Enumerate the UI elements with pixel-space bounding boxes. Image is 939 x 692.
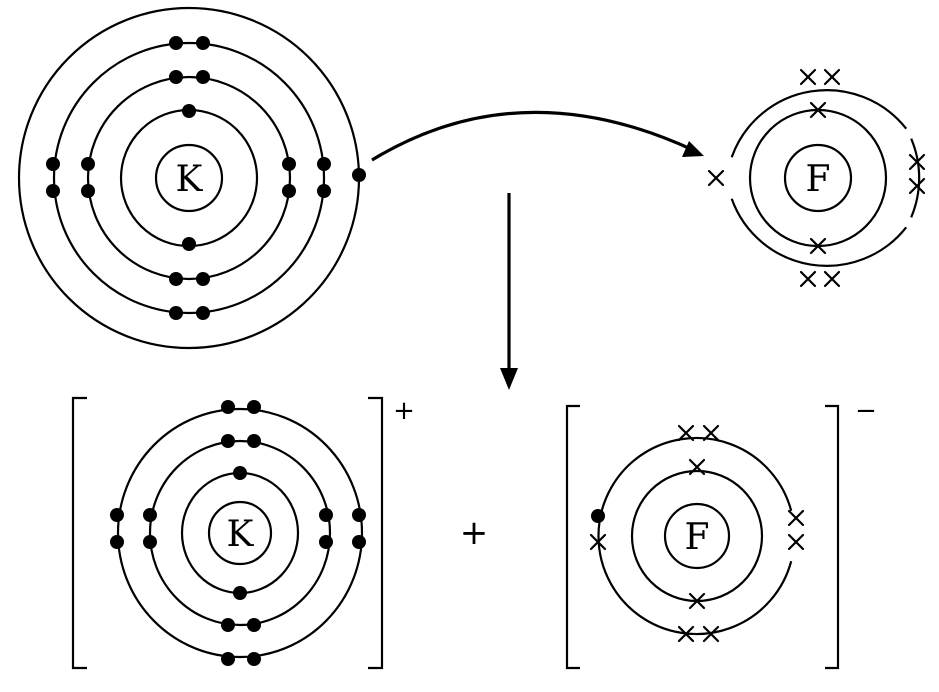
potassium-ion-right-bracket bbox=[368, 396, 384, 670]
electron-dot bbox=[282, 184, 296, 198]
potassium-ion-shell-2 bbox=[148, 439, 332, 627]
electron-dot bbox=[169, 70, 183, 84]
fluoride-ion-shell-2 bbox=[597, 436, 793, 636]
electron-dot bbox=[110, 508, 124, 522]
fluoride-ion-right-bracket bbox=[825, 404, 840, 670]
potassium-ion-charge: + bbox=[393, 396, 415, 426]
fluoride-ion-left-bracket bbox=[565, 404, 580, 670]
electron-dot bbox=[196, 306, 210, 320]
electron-dot bbox=[81, 157, 95, 171]
electron-dot bbox=[169, 272, 183, 286]
electron-dot bbox=[182, 237, 196, 251]
fluoride-ion-nucleus bbox=[663, 502, 731, 570]
electron-dot bbox=[46, 157, 60, 171]
electron-cross bbox=[787, 533, 805, 551]
electron-dot bbox=[143, 508, 157, 522]
electron-dot bbox=[319, 508, 333, 522]
fluoride-ion-electrons bbox=[589, 424, 805, 643]
electron-dot bbox=[247, 652, 261, 666]
potassium-symbol: K bbox=[176, 159, 204, 200]
electron-dot bbox=[110, 535, 124, 549]
electron-cross bbox=[688, 458, 706, 476]
potassium-atom: K bbox=[17, 6, 366, 350]
electron-cross bbox=[589, 533, 607, 551]
plus-sign: + bbox=[460, 513, 489, 553]
electron-cross bbox=[799, 270, 817, 288]
fluoride-ion-symbol: F bbox=[685, 517, 710, 558]
electron-dot bbox=[46, 184, 60, 198]
electron-dot bbox=[352, 508, 366, 522]
potassium-nucleus bbox=[154, 143, 224, 213]
electron-dot bbox=[233, 586, 247, 600]
electron-cross bbox=[809, 237, 827, 255]
fluorine-symbol: F bbox=[806, 159, 831, 200]
electron-cross bbox=[688, 592, 706, 610]
electron-cross bbox=[702, 625, 720, 643]
electron-dot bbox=[196, 36, 210, 50]
electron-cross bbox=[677, 424, 695, 442]
electron-cross bbox=[799, 68, 817, 86]
electron-cross bbox=[908, 177, 926, 195]
electron-dot bbox=[221, 618, 235, 632]
electron-dot bbox=[221, 434, 235, 448]
electron-dot bbox=[317, 184, 331, 198]
fluorine-electrons bbox=[707, 68, 926, 288]
electron-cross bbox=[787, 509, 805, 527]
potassium-electrons bbox=[46, 36, 366, 320]
electron-dot bbox=[317, 157, 331, 171]
electron-cross bbox=[702, 424, 720, 442]
electron-cross bbox=[823, 270, 841, 288]
electron-dot bbox=[81, 184, 95, 198]
electron-cross bbox=[707, 169, 725, 187]
electron-dot bbox=[221, 652, 235, 666]
electron-dot bbox=[169, 306, 183, 320]
fluorine-atom: F bbox=[707, 68, 926, 288]
electron-dot bbox=[143, 535, 157, 549]
potassium-ion: + K bbox=[71, 396, 415, 670]
electron-dot bbox=[247, 618, 261, 632]
electron-dot bbox=[196, 272, 210, 286]
fluorine-nucleus bbox=[783, 143, 853, 213]
reaction-arrow bbox=[500, 193, 518, 390]
potassium-ion-nucleus bbox=[207, 500, 273, 566]
electron-dot bbox=[319, 535, 333, 549]
electron-dot bbox=[233, 466, 247, 480]
electron-dot bbox=[221, 400, 235, 414]
electron-cross bbox=[677, 625, 695, 643]
electron-dot bbox=[196, 70, 210, 84]
electron-transfer-arrow bbox=[371, 110, 704, 162]
potassium-ion-left-bracket bbox=[71, 396, 87, 670]
electron-dot bbox=[247, 400, 261, 414]
potassium-shell-2 bbox=[86, 75, 292, 281]
potassium-ion-shell-3 bbox=[116, 407, 364, 659]
electron-dot bbox=[352, 535, 366, 549]
electron-dot bbox=[282, 157, 296, 171]
fluoride-ion-charge: − bbox=[855, 396, 877, 426]
potassium-shell-3 bbox=[52, 41, 326, 315]
potassium-ion-symbol: K bbox=[227, 514, 255, 555]
electron-cross bbox=[809, 101, 827, 119]
potassium-ion-electrons bbox=[110, 400, 366, 666]
electron-dot bbox=[182, 104, 196, 118]
electron-dot bbox=[169, 36, 183, 50]
fluoride-ion: − F bbox=[565, 396, 877, 670]
fluorine-shell-2 bbox=[730, 89, 921, 267]
electron-cross bbox=[908, 153, 926, 171]
transferred-electron-dot bbox=[591, 509, 605, 523]
valence-electron-dot bbox=[352, 168, 366, 182]
electron-cross bbox=[823, 68, 841, 86]
electron-dot bbox=[247, 434, 261, 448]
